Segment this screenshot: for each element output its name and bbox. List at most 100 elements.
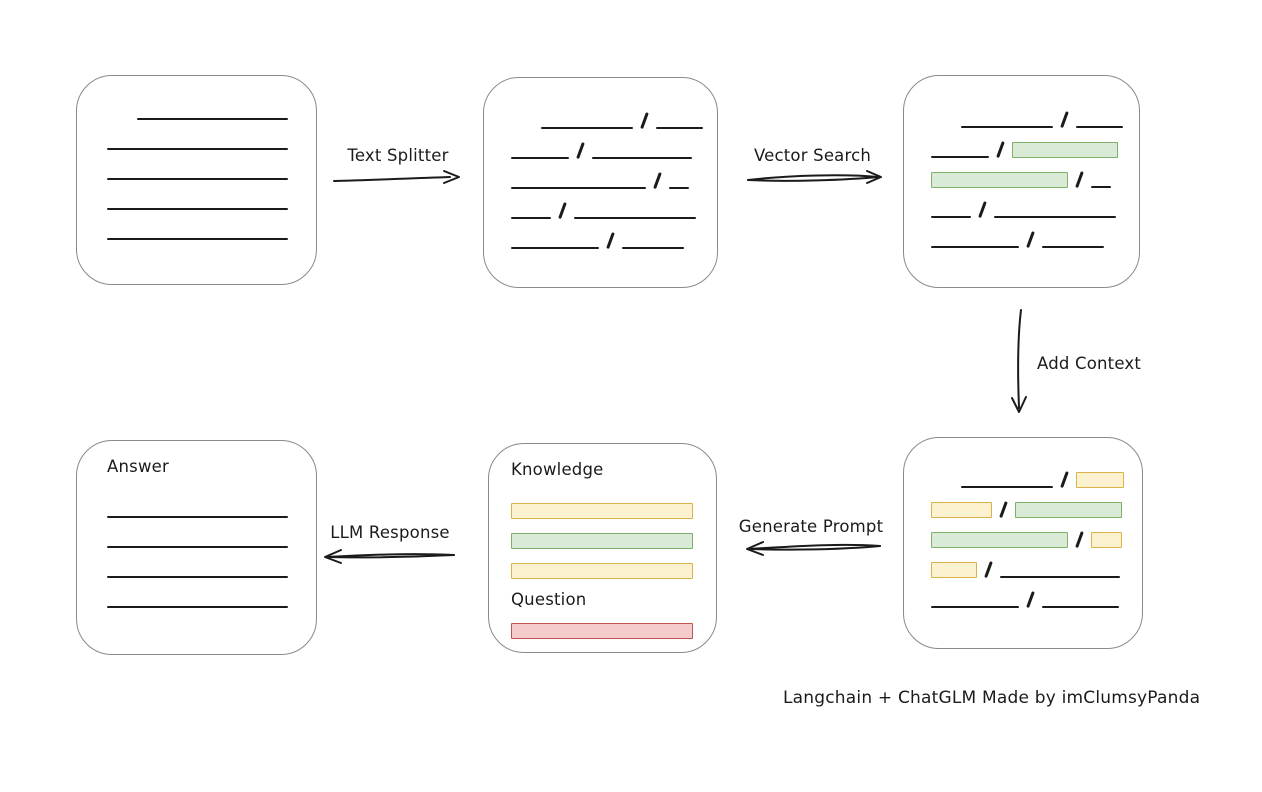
prompt-node: Knowledge Question bbox=[488, 443, 717, 653]
text-line bbox=[107, 238, 288, 240]
vector-result-node bbox=[903, 75, 1140, 288]
split-text-node bbox=[483, 77, 718, 288]
text-line bbox=[655, 127, 703, 129]
text-line bbox=[573, 217, 696, 219]
content-row bbox=[931, 488, 1142, 518]
document-lines bbox=[107, 90, 316, 240]
knowledge-title: Knowledge bbox=[511, 460, 604, 479]
content-row bbox=[511, 489, 693, 519]
question-title: Question bbox=[511, 590, 587, 609]
text-line bbox=[511, 187, 646, 189]
credit-text: Langchain + ChatGLM Made by imClumsyPand… bbox=[783, 688, 1201, 708]
yellow-highlight bbox=[931, 502, 992, 518]
question-bar bbox=[511, 609, 693, 639]
content-row bbox=[107, 518, 288, 548]
content-row bbox=[511, 159, 717, 189]
slash-mark bbox=[558, 202, 567, 219]
content-row bbox=[511, 549, 693, 579]
text-line bbox=[931, 606, 1019, 608]
yellow-highlight bbox=[1075, 472, 1124, 488]
content-row bbox=[511, 129, 717, 159]
content-row bbox=[107, 120, 316, 150]
text-line bbox=[1090, 186, 1111, 188]
content-row bbox=[107, 210, 316, 240]
add-context-label: Add Context bbox=[1037, 354, 1142, 373]
answer-title: Answer bbox=[107, 457, 169, 476]
context-node bbox=[903, 437, 1143, 649]
content-row bbox=[107, 150, 316, 180]
text-line bbox=[107, 516, 288, 518]
content-row bbox=[511, 519, 693, 549]
slash-mark bbox=[996, 141, 1005, 158]
text-line bbox=[107, 606, 288, 608]
text-line bbox=[931, 216, 971, 218]
vector-result-lines bbox=[931, 98, 1139, 248]
answer-lines bbox=[107, 488, 288, 608]
text-line bbox=[931, 246, 1019, 248]
green-highlight bbox=[1014, 502, 1122, 518]
slash-mark bbox=[1026, 231, 1035, 248]
text-line bbox=[107, 148, 288, 150]
text-line bbox=[961, 486, 1053, 488]
content-row bbox=[137, 90, 316, 120]
green-highlight bbox=[931, 532, 1068, 548]
content-row bbox=[961, 98, 1139, 128]
text-line bbox=[511, 247, 599, 249]
content-row bbox=[107, 578, 288, 608]
yellow-highlight bbox=[1090, 532, 1122, 548]
slash-mark bbox=[640, 112, 649, 129]
text-line bbox=[993, 216, 1116, 218]
content-row bbox=[107, 180, 316, 210]
text-line bbox=[107, 208, 288, 210]
slash-mark bbox=[1075, 531, 1084, 548]
answer-node: Answer bbox=[76, 440, 317, 655]
context-lines bbox=[931, 458, 1142, 608]
green-highlight bbox=[511, 533, 693, 549]
llm-response-label: LLM Response bbox=[330, 523, 450, 542]
content-row bbox=[931, 578, 1142, 608]
content-row bbox=[931, 188, 1139, 218]
green-highlight bbox=[1011, 142, 1118, 158]
slash-mark bbox=[1060, 111, 1069, 128]
text-splitter-arrow bbox=[333, 170, 460, 184]
text-line bbox=[668, 187, 689, 189]
add-context-arrow bbox=[1011, 309, 1027, 413]
generate-prompt-label: Generate Prompt bbox=[738, 517, 884, 536]
text-splitter-label: Text Splitter bbox=[347, 146, 449, 165]
text-line bbox=[107, 178, 288, 180]
text-line bbox=[931, 156, 989, 158]
vector-search-arrow bbox=[747, 170, 882, 184]
content-row bbox=[107, 488, 288, 518]
content-row bbox=[511, 189, 717, 219]
slash-mark bbox=[653, 172, 662, 189]
slash-mark bbox=[978, 201, 987, 218]
slash-mark bbox=[606, 232, 615, 249]
content-row bbox=[107, 548, 288, 578]
text-line bbox=[999, 576, 1120, 578]
red-highlight bbox=[511, 623, 693, 639]
document-node bbox=[76, 75, 317, 285]
slash-mark bbox=[1026, 591, 1035, 608]
content-row bbox=[931, 548, 1142, 578]
text-line bbox=[1041, 246, 1104, 248]
split-text-lines bbox=[511, 99, 717, 249]
text-line bbox=[511, 157, 569, 159]
content-row bbox=[961, 458, 1142, 488]
text-line bbox=[107, 576, 288, 578]
content-row bbox=[931, 158, 1139, 188]
text-line bbox=[511, 217, 551, 219]
green-highlight bbox=[931, 172, 1068, 188]
generate-prompt-arrow bbox=[746, 541, 881, 556]
text-line bbox=[541, 127, 633, 129]
yellow-highlight bbox=[511, 503, 693, 519]
text-line bbox=[621, 247, 684, 249]
content-row bbox=[511, 609, 693, 639]
slash-mark bbox=[1060, 471, 1069, 488]
slash-mark bbox=[576, 142, 585, 159]
yellow-highlight bbox=[511, 563, 693, 579]
content-row bbox=[511, 219, 717, 249]
content-row bbox=[541, 99, 717, 129]
slash-mark bbox=[984, 561, 993, 578]
text-line bbox=[1075, 126, 1123, 128]
slash-mark bbox=[999, 501, 1008, 518]
